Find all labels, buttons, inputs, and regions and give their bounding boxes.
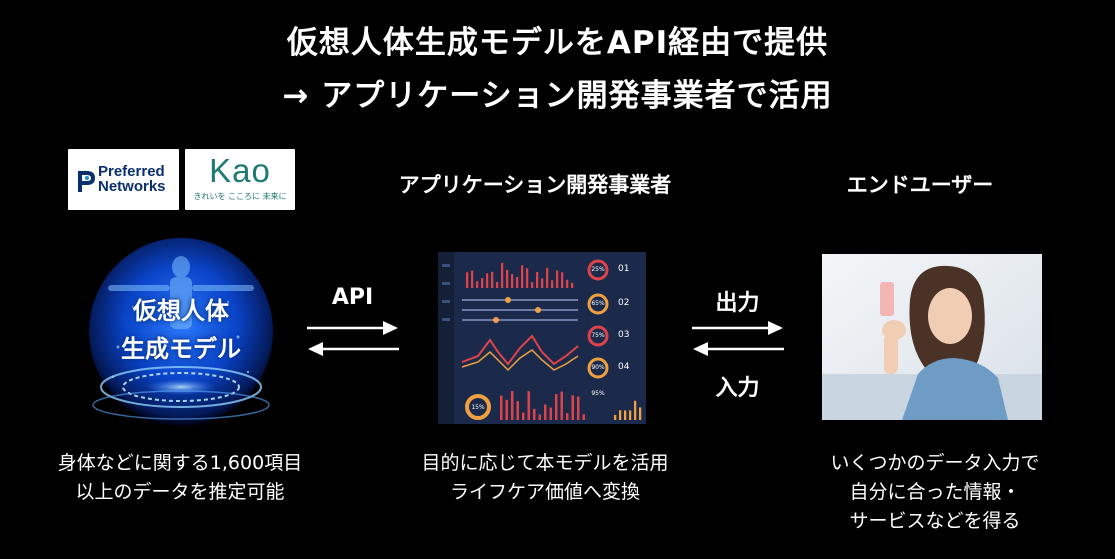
dashboard-bar — [511, 274, 514, 288]
developer-caption-line-2: ライフケア価値へ変換 — [449, 481, 640, 503]
end-user-photo — [822, 254, 1042, 420]
dashboard-bar — [516, 401, 519, 420]
dashboard-bar — [560, 391, 563, 420]
dashboard-bar — [531, 282, 534, 288]
dashboard-bar — [546, 267, 549, 288]
dashboard-bar — [491, 271, 494, 288]
dashboard-bar — [533, 408, 536, 420]
dash-percent-2: 65% — [591, 300, 605, 307]
enduser-heading: エンドユーザー — [846, 173, 994, 197]
pfn-logo: Preferred Networks — [68, 149, 179, 210]
dashboard-bar — [538, 414, 541, 420]
dash-stat-4: 04 — [618, 362, 630, 372]
dashboard-bar — [551, 280, 554, 288]
pfn-mark-icon — [78, 171, 95, 192]
developer-heading: アプリケーション開発事業者 — [398, 173, 672, 197]
dashboard-bar — [536, 272, 539, 288]
dashboard-bar — [486, 273, 489, 288]
model-caption-line-2: 以上のデータを推定可能 — [75, 481, 285, 503]
dash-percent-3: 75% — [591, 332, 605, 339]
kao-name: Kao — [209, 152, 271, 189]
dashboard-bar — [614, 414, 617, 420]
dash-percent-5: 95% — [591, 390, 605, 397]
dashboard-bar — [544, 404, 547, 420]
dashboard-bar — [496, 282, 499, 288]
enduser-caption: いくつかのデータ入力で 自分に合った情報・ サービスなどを得る — [795, 449, 1075, 536]
dashboard-bar — [634, 400, 637, 420]
dashboard-bar — [481, 278, 484, 288]
dashboard-bar — [471, 270, 474, 288]
model-label-line-2: 生成モデル — [121, 335, 241, 363]
dashboard-bar — [505, 399, 508, 420]
api-bidirectional-arrows — [307, 321, 399, 356]
enduser-caption-line-3: サービスなどを得る — [849, 510, 1021, 532]
dashboard-bar — [556, 270, 559, 288]
kao-tagline: きれいを こころに 未来に — [193, 192, 287, 201]
dash-stat-1: 01 — [618, 264, 630, 274]
pfn-text: Preferred Networks — [98, 164, 166, 194]
dashboard-bar — [582, 414, 585, 420]
dashboard-bar — [521, 265, 524, 288]
developer-dashboard-image: 01 02 03 04 25% 65% 75% 90% 95% 15% — [438, 252, 646, 424]
dashboard-bar — [566, 413, 569, 420]
dashboard-bar — [571, 282, 574, 288]
dashboard-bar — [561, 272, 564, 288]
dash-percent-4: 90% — [591, 364, 605, 371]
dashboard-bar — [555, 393, 558, 420]
dash-percent-1: 25% — [591, 266, 605, 273]
title-line-1: 仮想人体生成モデルをAPI経由で提供 — [286, 25, 829, 61]
dashboard-bar — [566, 279, 569, 288]
pfn-line-1: Preferred — [98, 163, 165, 180]
dashboard-bar — [571, 395, 574, 420]
dash-stat-3: 03 — [618, 330, 630, 340]
dashboard-bar — [476, 281, 479, 288]
io-bidirectional-arrows — [692, 321, 784, 356]
dashboard-bar — [516, 277, 519, 288]
dashboard-bar — [501, 262, 504, 288]
developer-caption-line-1: 目的に応じて本モデルを活用 — [421, 452, 669, 474]
output-label: 出力 — [715, 291, 760, 316]
dashboard-bar — [522, 412, 525, 420]
dashboard-bar — [500, 395, 503, 420]
model-caption: 身体などに関する1,600項目 以上のデータを推定可能 — [20, 449, 340, 507]
dashboard-bar — [629, 410, 632, 420]
developer-caption: 目的に応じて本モデルを活用 ライフケア価値へ変換 — [385, 449, 705, 507]
dashboard-bar — [526, 268, 529, 288]
title-line-2: → アプリケーション開発事業者で活用 — [282, 78, 833, 114]
dashboard-bar — [506, 269, 509, 288]
dash-stat-2: 02 — [618, 298, 630, 308]
dashboard-bar — [619, 410, 622, 420]
pfn-line-2: Networks — [98, 178, 166, 195]
dashboard-bar — [511, 391, 514, 420]
kao-logo: Kao きれいを こころに 未来に — [185, 149, 295, 210]
dashboard-bar — [466, 272, 469, 288]
model-label: 仮想人体 生成モデル — [88, 292, 274, 368]
dashboard-bar — [527, 391, 530, 420]
dashboard-bar — [541, 278, 544, 288]
enduser-caption-line-1: いくつかのデータ入力で — [830, 452, 1040, 474]
model-caption-line-1: 身体などに関する1,600項目 — [57, 452, 303, 474]
model-label-line-1: 仮想人体 — [133, 297, 229, 325]
api-label: API — [331, 285, 374, 310]
dashboard-bar — [549, 407, 552, 420]
enduser-caption-line-2: 自分に合った情報・ — [849, 481, 1021, 503]
dashboard-bar — [577, 396, 580, 420]
virtual-human-model-image: 仮想人体 生成モデル — [88, 237, 274, 427]
dashboard-bar — [639, 407, 642, 420]
dash-percent-6: 15% — [471, 404, 485, 411]
dashboard-bar — [624, 410, 627, 420]
input-label: 入力 — [715, 376, 760, 401]
